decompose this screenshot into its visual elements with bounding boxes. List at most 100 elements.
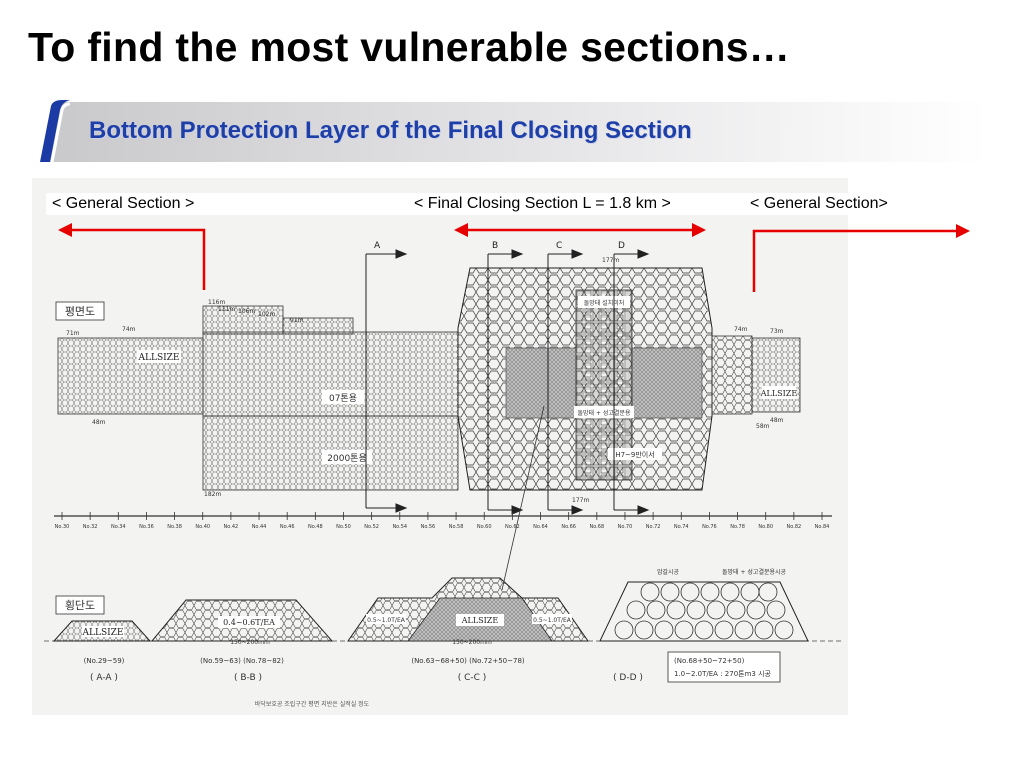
section-cc-range: (No.63~68+50) (No.72+50~78): [411, 657, 525, 665]
section-dd-note: 1.0~2.0T/EA : 270톤m3 시공: [674, 670, 772, 678]
boulder-circle: [714, 620, 734, 640]
section-cc-left: 0.5~1.0T/EA: [367, 617, 406, 624]
boulder-circle: [654, 620, 674, 640]
boulder-circle: [720, 582, 740, 602]
plan-step-2: [282, 317, 354, 335]
plan-gabion-strip: [575, 289, 633, 481]
boulder-circle: [666, 600, 686, 620]
station-label: No.40: [195, 524, 210, 530]
cross-section-label-box: [55, 595, 105, 615]
section-aa-range: (No.29~59): [84, 657, 125, 665]
section-dd-range: (No.68+50~72+50): [674, 657, 745, 665]
boulder-circle: [774, 620, 794, 640]
section-bb-tag: ( B-B ): [234, 673, 262, 683]
station-label: No.38: [167, 524, 182, 530]
zone-label-gabion-core: 돌망태 + 성고결분용: [577, 409, 630, 417]
station-label: No.56: [421, 524, 436, 530]
section-bb-range: (No.59~63) (No.78~82): [200, 657, 284, 665]
station-label: No.64: [533, 524, 548, 530]
dim-177m-top: 177m: [602, 257, 619, 264]
boulder-circle: [758, 582, 778, 602]
section-dd-boulders: [614, 582, 794, 640]
slide-subtitle: Bottom Protection Layer of the Final Clo…: [89, 117, 692, 144]
plan-view-label: 평면도: [65, 305, 95, 318]
dim-106m: 106m: [238, 308, 255, 315]
station-label: No.42: [224, 524, 239, 530]
dim-91m: 91m: [290, 317, 304, 324]
general-section-left-label: < General Section >: [52, 195, 195, 212]
station-label: No.82: [787, 524, 802, 530]
station-label: No.32: [83, 524, 98, 530]
plan-dense-right: [631, 347, 703, 419]
zone-label-07t: 07톤용: [329, 393, 357, 404]
boulder-circle: [746, 600, 766, 620]
station-label: No.78: [730, 524, 745, 530]
station-label: No.30: [55, 524, 70, 530]
station-label: No.66: [561, 524, 576, 530]
section-dd-top-right: 돌망태 + 성고결분용시공: [722, 568, 787, 576]
station-label: No.44: [252, 524, 267, 530]
section-cc-fill: ALLSIZE: [461, 616, 499, 625]
section-bb-width: 150~200mm: [230, 639, 270, 646]
section-cc-width: 150~200mm: [452, 639, 492, 646]
dim-74m-right: 74m: [734, 326, 748, 333]
plan-step-1: [202, 305, 284, 335]
dim-182m: 182m: [204, 491, 221, 498]
dim-116m: 116m: [208, 299, 225, 306]
station-label: No.54: [392, 524, 407, 530]
section-marker-c: [547, 249, 584, 515]
engineering-drawing: 평면도 ALLSIZE ALLSIZE 07톤용 2000톤용 돌망태 설치미처…: [32, 178, 848, 715]
boulder-circle: [740, 582, 760, 602]
boulder-circle: [766, 600, 786, 620]
dim-102m: 102m: [258, 311, 275, 318]
section-cc-right: 0.5~1.0T/EA: [533, 617, 572, 624]
boulder-circle: [640, 582, 660, 602]
station-label: No.52: [364, 524, 379, 530]
station-label: No.46: [280, 524, 295, 530]
boulder-circle: [694, 620, 714, 640]
zone-label-allsize-left: ALLSIZE: [138, 353, 180, 363]
drawing-canvas: 평면도 ALLSIZE ALLSIZE 07톤용 2000톤용 돌망태 설치미처…: [44, 241, 844, 708]
station-label: No.70: [618, 524, 633, 530]
boulder-circle: [614, 620, 634, 640]
section-cc-tag: ( C-C ): [458, 673, 487, 683]
station-label: No.76: [702, 524, 717, 530]
station-label: No.60: [477, 524, 492, 530]
station-label: No.80: [758, 524, 773, 530]
plan-band-general-left: [57, 337, 204, 415]
zone-label-h7-9: H7~9만이서: [615, 450, 654, 459]
boulder-circle: [734, 620, 754, 640]
plan-view-label-box: [55, 301, 105, 321]
section-aa-tag: ( A-A ): [90, 673, 118, 683]
dim-74m-left: 74m: [122, 326, 136, 333]
station-label: No.48: [308, 524, 323, 530]
marker-d-label: D: [618, 241, 625, 251]
leader-line: [501, 405, 545, 591]
plan-dense-left: [505, 347, 577, 419]
station-label: No.58: [449, 524, 464, 530]
boulder-circle: [700, 582, 720, 602]
dim-177m-bottom: 177m: [572, 497, 589, 504]
boulder-circle: [706, 600, 726, 620]
subtitle-banner: [40, 100, 988, 163]
section-marker-a: [365, 249, 408, 513]
cross-section-label: 횡단도: [65, 599, 95, 612]
drawing-footer-note: 바닥보호공 조립구간 평면 지반은 실적실 정도: [255, 700, 370, 708]
zone-label-2000t: 2000톤용: [327, 453, 366, 464]
section-dd-shape: [599, 581, 809, 642]
boulder-circle: [634, 620, 654, 640]
section-dd-note-box: [667, 651, 781, 683]
label-strip: [46, 193, 926, 215]
section-dd-tag: ( D-D ): [613, 673, 643, 683]
boulder-circle: [726, 600, 746, 620]
section-aa-fill: ALLSIZE: [82, 628, 124, 638]
plan-band-right-a: [711, 335, 753, 415]
boulder-circle: [686, 600, 706, 620]
marker-a-label: A: [374, 241, 381, 251]
section-dd-top-left: 암갈시공: [657, 568, 680, 576]
station-label: No.74: [674, 524, 689, 530]
plan-band-general-right: [751, 337, 801, 413]
boulder-circle: [674, 620, 694, 640]
boulder-circle: [754, 620, 774, 640]
